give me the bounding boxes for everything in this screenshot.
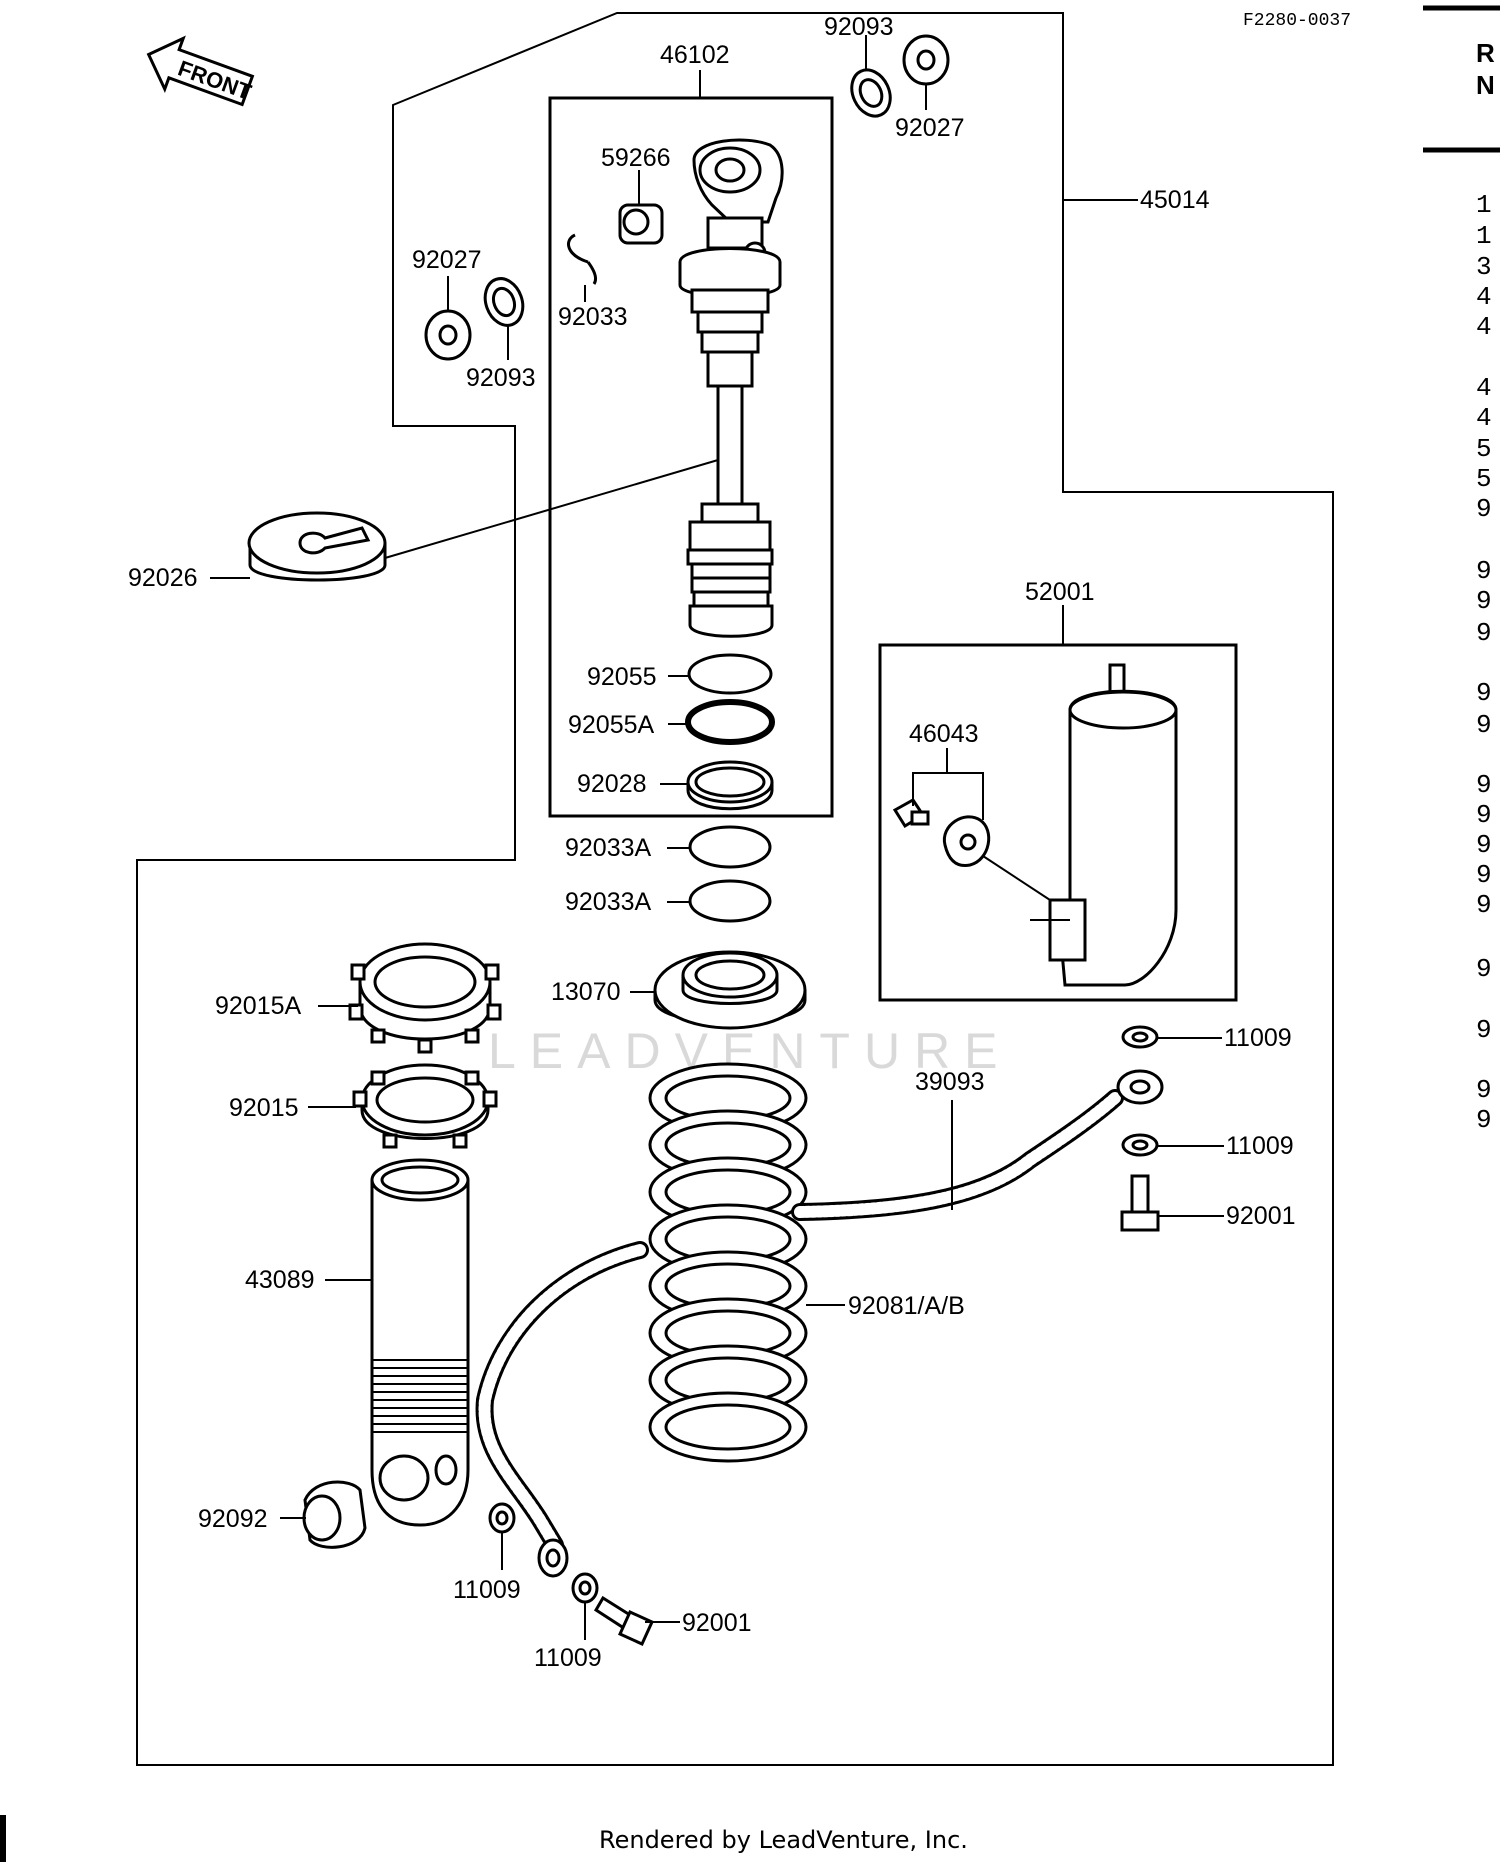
side-index-item: 9 xyxy=(1476,494,1492,524)
callout-59266: 59266 xyxy=(601,144,671,172)
side-index-item: 5 xyxy=(1476,434,1492,464)
side-index-item: 9 xyxy=(1476,1075,1492,1105)
collar-92027-top xyxy=(902,34,950,86)
side-index-item: 9 xyxy=(1476,618,1492,648)
side-index-item: 4 xyxy=(1476,312,1492,342)
nut-92015 xyxy=(352,1063,498,1149)
collar-92027-left xyxy=(424,309,472,361)
washer-11009-b2 xyxy=(571,1572,599,1604)
callout-92093-top: 92093 xyxy=(824,13,894,41)
o-ring-92055 xyxy=(687,653,773,695)
side-index-item: 4 xyxy=(1476,403,1492,433)
side-index-item: 9 xyxy=(1476,860,1492,890)
callout-13070: 13070 xyxy=(551,978,621,1006)
lock-nut-92015a xyxy=(348,942,502,1054)
hose-39093-lower xyxy=(475,1241,649,1554)
callout-11009-b1: 11009 xyxy=(453,1576,521,1604)
callout-43089: 43089 xyxy=(245,1266,315,1294)
side-index-item: 9 xyxy=(1476,890,1492,920)
seal-92093-left xyxy=(483,277,525,327)
callout-92093-left: 92093 xyxy=(466,364,536,392)
hose-fitting-lower xyxy=(537,1538,569,1578)
shock-body-box xyxy=(548,96,834,818)
side-index-item: 9 xyxy=(1476,954,1492,984)
edge-mark xyxy=(0,1815,6,1862)
side-index-item: 9 xyxy=(1476,800,1492,830)
plate-92026 xyxy=(247,511,387,582)
bushing-92092 xyxy=(302,1480,367,1549)
callout-92055a: 92055A xyxy=(568,711,655,739)
side-header-n: N xyxy=(1476,70,1495,100)
callout-46043: 46043 xyxy=(909,720,979,748)
callout-39093: 39093 xyxy=(915,1068,985,1096)
callout-92055: 92055 xyxy=(587,663,657,691)
reservoir-box xyxy=(878,643,1238,1002)
callout-92015: 92015 xyxy=(229,1094,299,1122)
callout-11009-b2: 11009 xyxy=(534,1644,602,1672)
lower-tube-43089 xyxy=(370,1158,470,1527)
side-index-item: 3 xyxy=(1476,252,1492,282)
o-ring-92055a xyxy=(685,699,775,745)
callout-11009-r2: 11009 xyxy=(1226,1132,1294,1160)
front-arrow: FRONT xyxy=(146,35,255,107)
side-index-item: 4 xyxy=(1476,373,1492,403)
seal-92093-top xyxy=(850,68,892,118)
side-index-item: 9 xyxy=(1476,1105,1492,1135)
washer-11009-r1 xyxy=(1121,1025,1159,1049)
bolt-92001-bottom xyxy=(593,1595,654,1646)
shock-absorber-46102 xyxy=(678,138,784,638)
valve-46043 xyxy=(892,798,991,868)
side-index-item: 9 xyxy=(1476,830,1492,860)
callout-45014: 45014 xyxy=(1140,186,1210,214)
callout-92033a-2: 92033A xyxy=(565,888,652,916)
washer-11009-b1 xyxy=(488,1502,516,1534)
diagram-code: F2280-0037 xyxy=(1243,11,1351,31)
callout-92027-top: 92027 xyxy=(895,114,965,142)
callout-92028: 92028 xyxy=(577,770,647,798)
side-index-item: 5 xyxy=(1476,464,1492,494)
leader-lines xyxy=(210,35,1224,1640)
callout-92092: 92092 xyxy=(198,1505,268,1533)
callout-92027-left: 92027 xyxy=(412,246,482,274)
washer-11009-r2 xyxy=(1121,1133,1159,1157)
side-index-item: 9 xyxy=(1476,556,1492,586)
callout-92033a-1: 92033A xyxy=(565,834,652,862)
callout-92015a: 92015A xyxy=(215,992,302,1020)
assembly-outline xyxy=(136,12,1334,1766)
side-index-item: 1 xyxy=(1476,190,1492,220)
ring-92033a-2 xyxy=(688,879,772,923)
callout-92081: 92081/A/B xyxy=(848,1292,965,1320)
callout-92026: 92026 xyxy=(128,564,198,592)
ring-92028 xyxy=(686,760,774,811)
hose-fitting-upper xyxy=(1116,1069,1164,1105)
circlip-92033 xyxy=(566,233,598,285)
spring-seat-13070 xyxy=(653,950,807,1030)
side-index-item: 9 xyxy=(1476,710,1492,740)
ring-92033a-1 xyxy=(688,825,772,869)
callout-92033: 92033 xyxy=(558,303,628,331)
spring-92081 xyxy=(648,1062,808,1463)
side-index-item: 9 xyxy=(1476,678,1492,708)
bushing-59266 xyxy=(618,203,664,245)
side-header-r: R xyxy=(1476,38,1495,68)
side-index-item: 9 xyxy=(1476,586,1492,616)
callout-92001-right: 92001 xyxy=(1226,1202,1296,1230)
callout-11009-r1: 11009 xyxy=(1224,1024,1292,1052)
side-index-item: 9 xyxy=(1476,1015,1492,1045)
callout-92001-bottom: 92001 xyxy=(682,1609,752,1637)
side-index-item: 9 xyxy=(1476,770,1492,800)
footer-text: Rendered by LeadVenture, Inc. xyxy=(599,1826,968,1854)
reservoir-52001 xyxy=(1030,663,1178,987)
callout-46102: 46102 xyxy=(660,41,730,69)
side-index-item: 1 xyxy=(1476,221,1492,251)
callout-52001: 52001 xyxy=(1025,578,1095,606)
side-index-item: 4 xyxy=(1476,282,1492,312)
bolt-92001-right xyxy=(1120,1174,1160,1232)
